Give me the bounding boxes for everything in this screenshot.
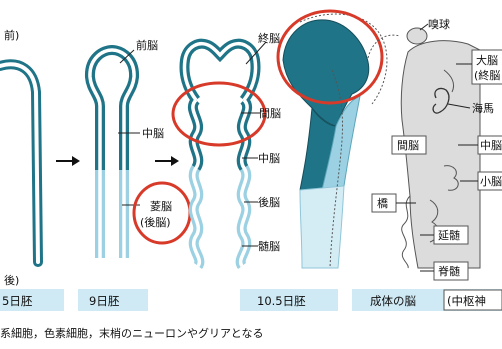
label-nine-day-hindbrain-paren: (後脳)	[140, 215, 171, 229]
label-nine-day-rhombencephalon: 菱脳	[150, 200, 172, 213]
stage-label-9-day: 9日胚	[89, 294, 120, 308]
label-nine-day-midbrain: 中脳	[142, 127, 164, 140]
highlight-circle-diencephalon	[173, 83, 265, 145]
stage-arrow-1	[56, 156, 80, 166]
label-adult-diencephalon: 間脳	[397, 139, 419, 152]
label-telencephalon: 終脳	[258, 31, 280, 45]
stage-label-5-day: 5日胚	[2, 294, 33, 308]
label-hippocampus: 海馬	[472, 101, 494, 115]
stage-label-adult: 成体の脳	[370, 294, 416, 308]
stage-3-neural-tube	[184, 44, 255, 266]
corner-label-anterior: 前)	[4, 28, 19, 42]
leader-olfactory-bulb	[420, 24, 428, 30]
label-cerebellum: 小脳	[480, 175, 502, 188]
label-adult-midbrain: 中脳	[480, 139, 502, 152]
label-diencephalon: 間脳	[259, 107, 281, 120]
label-nine-day-forebrain: 前脳	[136, 38, 158, 52]
stage-label-10-5-day: 10.5日胚	[257, 294, 306, 308]
label-pons: 橋	[377, 196, 388, 210]
caption-text: 系細胞，色素細胞，末梢のニューロンやグリアとなる	[0, 326, 263, 340]
label-myelencephalon: 髄脳	[258, 239, 280, 253]
label-spinal-cord: 脊髄	[438, 264, 460, 278]
stage-2-neural-tube	[90, 50, 134, 258]
corner-label-posterior: 後)	[4, 273, 19, 287]
label-midbrain: 中脳	[258, 152, 280, 165]
label-medulla: 延髄	[438, 228, 460, 242]
highlight-circle-rhombencephalon	[134, 183, 190, 243]
stage-label-band	[0, 289, 502, 311]
label-hindbrain: 後脳	[258, 195, 280, 209]
stage-arrow-2	[155, 156, 179, 166]
label-olfactory-bulb: 嗅球	[428, 17, 450, 31]
stage-1-neural-tube	[0, 64, 38, 262]
stage-4-embryo-brain	[283, 14, 387, 268]
label-cerebrum-line1: 大脳	[476, 53, 498, 67]
label-cerebrum-line2: (終脳	[474, 68, 500, 82]
stage-label-cns: (中枢神	[447, 294, 486, 308]
